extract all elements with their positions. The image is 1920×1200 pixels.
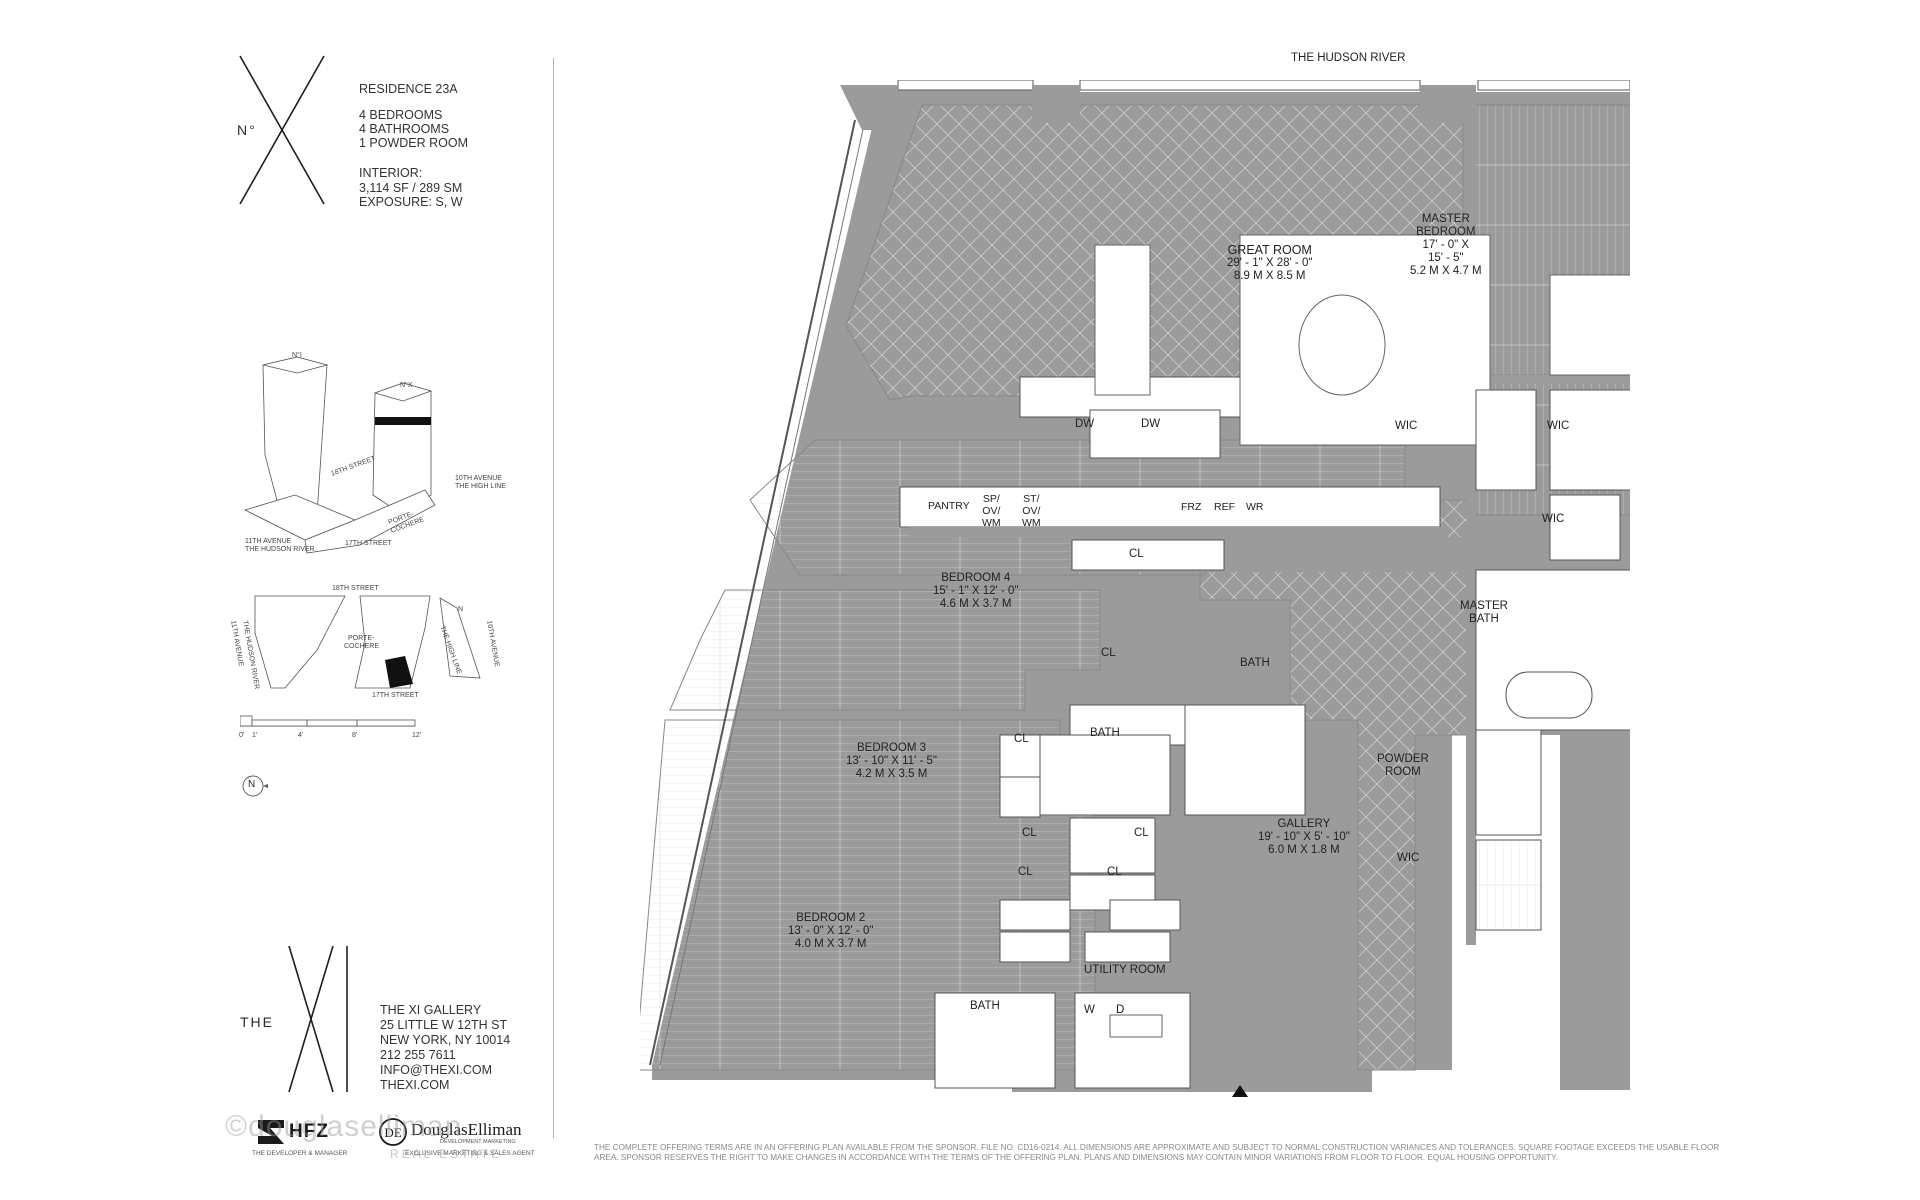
bedroom4-label: BEDROOM 4 15' - 1" X 12' - 0" 4.6 M X 3.… [933, 572, 1019, 610]
wic-label-1: WIC [1395, 420, 1418, 432]
washer-label: W [1084, 1004, 1095, 1016]
axo-highline: THE HIGH LINE [455, 483, 506, 490]
bedroom-count: 4 BEDROOMS [359, 108, 443, 122]
disclaimer-text: THE COMPLETE OFFERING TERMS ARE IN AN OF… [594, 1143, 1720, 1162]
axo-hudson: THE HUDSON RIVER [245, 546, 315, 553]
axo-tower1: N°I [292, 352, 302, 359]
panel-divider [553, 58, 554, 1138]
scale-1: 1' [252, 732, 258, 739]
wic-label-4: WIC [1397, 852, 1420, 864]
wic-label-2: WIC [1547, 420, 1570, 432]
powder-count: 1 POWDER ROOM [359, 136, 469, 150]
closet-label-3: CL [1018, 866, 1033, 878]
closet-label-4: CL [1107, 866, 1122, 878]
dishwasher-label-1: DW [1075, 418, 1095, 430]
axonometric-drawing [243, 356, 436, 554]
bedroom2-label: BEDROOM 2 13' - 0" X 12' - 0" 4.0 M X 3.… [788, 912, 874, 950]
axo-tower2: N°X [400, 382, 413, 389]
north-arrow-icon [242, 775, 268, 797]
bath-label-3: BATH [970, 1000, 1000, 1012]
sp-ov-wm-label: SP/OV/WM [982, 493, 1001, 529]
gallery-address: 25 LITTLE W 12TH ST [380, 1018, 508, 1032]
bedroom4-closet-label: CL [1101, 647, 1116, 659]
dishwasher-label-2: DW [1141, 418, 1161, 430]
bedroom3-label: BEDROOM 3 13' - 10" X 11' - 5" 4.2 M X 3… [846, 742, 937, 780]
st-ov-wm-label: ST/OV/WM [1022, 493, 1041, 529]
gallery-name: THE XI GALLERY [380, 1003, 482, 1017]
site-porte: PORTE- [348, 635, 375, 642]
scale-4: 4' [298, 732, 304, 739]
bath-label-2: BATH [1090, 727, 1120, 739]
scale-12: 12' [412, 732, 422, 739]
closet-label-1: CL [1022, 827, 1037, 839]
svg-text:DE: DE [384, 1125, 401, 1140]
bath-label-1: BATH [1240, 657, 1270, 669]
site-cochere: COCHERE [344, 643, 380, 650]
watermark: ©douglaselliman [225, 1110, 463, 1143]
scale-8: 8' [352, 732, 358, 739]
watermark-sub: REAL ESTATE [390, 1147, 503, 1161]
axo-ave10: 10TH AVENUE [455, 475, 502, 482]
kitchen-closet-label: CL [1129, 548, 1144, 560]
powder-room-label: POWDER ROOM [1377, 753, 1429, 778]
bedroom3-closet-label: CL [1014, 733, 1029, 745]
interior-size: 3,114 SF / 289 SM [359, 181, 463, 195]
utility-room-label: UTILITY ROOM [1084, 964, 1166, 976]
closet-label-2: CL [1134, 827, 1149, 839]
gallery-email: INFO@THEXI.COM [380, 1063, 492, 1077]
north-arrow-label: N [248, 779, 256, 790]
gallery-phone: 212 255 7611 [380, 1048, 456, 1062]
site-plan [254, 595, 481, 689]
thexi-logo [288, 945, 348, 1093]
hfz-logo-mark [258, 1120, 284, 1144]
gallery-label: GALLERY 19' - 10" X 5' - 10" 6.0 M X 1.8… [1258, 818, 1350, 856]
ref-label: REF [1214, 501, 1235, 513]
scale-0: 0' [239, 732, 245, 739]
residence-name: RESIDENCE 23A [359, 82, 458, 96]
hfz-subtitle: THE DEVELOPER & MANAGER [252, 1150, 348, 1157]
elliman-logo: DouglasElliman [411, 1120, 522, 1139]
master-bath-label: MASTER BATH [1460, 600, 1508, 625]
site-street17: 17TH STREET [372, 692, 419, 699]
great-room-label: GREAT ROOM 29' - 1" X 28' - 0" 8.9 M X 8… [1227, 243, 1313, 283]
pantry-label: PANTRY [928, 500, 970, 512]
elliman-logo-mark: DE [379, 1118, 407, 1146]
floor-plan [640, 80, 1630, 1097]
elliman-subtitle1: DEVELOPMENT MARKETING [440, 1139, 516, 1145]
gallery-website: THEXI.COM [380, 1078, 450, 1092]
scale-bar [240, 715, 416, 727]
exposure: EXPOSURE: S, W [359, 195, 463, 209]
hfz-logo: HFZ [289, 1121, 329, 1142]
wr-label: WR [1246, 501, 1264, 513]
master-bedroom-label: MASTER BEDROOM 17' - 0" X 15' - 5" 5.2 M… [1410, 213, 1482, 277]
nx-logo [239, 55, 325, 205]
interior-label: INTERIOR: [359, 166, 423, 180]
site-north-label: N [458, 606, 464, 613]
axo-street17: 17TH STREET [345, 540, 392, 547]
site-street18: 18TH STREET [332, 585, 379, 592]
dryer-label: D [1116, 1004, 1125, 1016]
bathroom-count: 4 BATHROOMS [359, 122, 450, 136]
elliman-subtitle2: EXCLUSIVE MARKETING & SALES AGENT [405, 1150, 535, 1157]
gallery-city: NEW YORK, NY 10014 [380, 1033, 511, 1047]
axo-ave11: 11TH AVENUE [245, 538, 292, 545]
thexi-logo-the: THE [240, 1014, 274, 1030]
frz-label: FRZ [1181, 501, 1202, 513]
nx-logo-text: N° [237, 122, 257, 138]
wic-label-3: WIC [1542, 513, 1565, 525]
river-label: THE HUDSON RIVER [1291, 52, 1406, 64]
